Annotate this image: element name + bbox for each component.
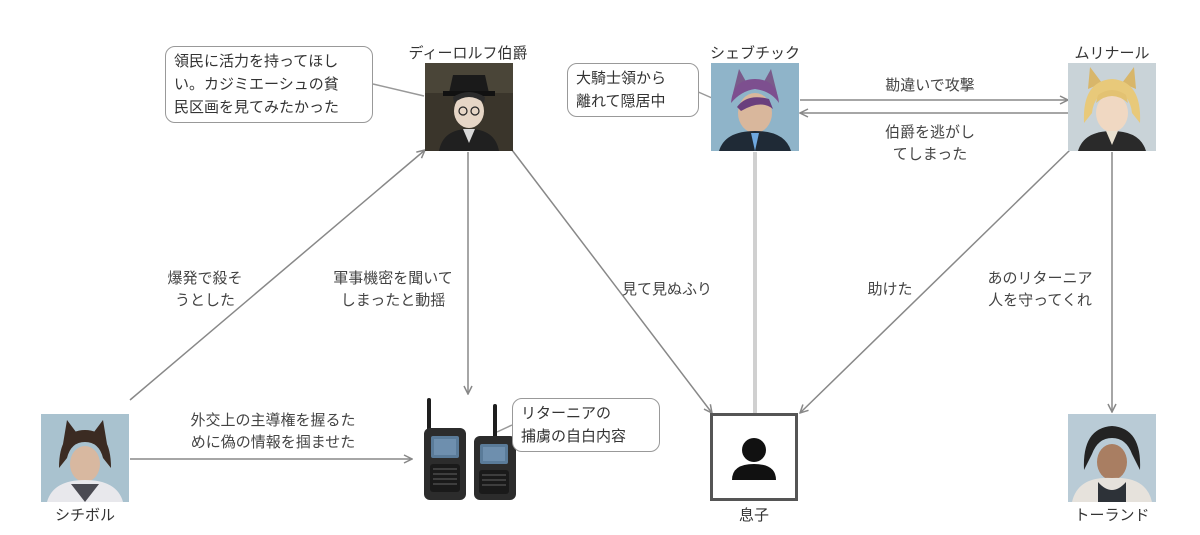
speech-bubble-chevchick: 大騎士領から 離れて隠居中 [567,63,699,117]
edge-label-line: 外交上の主導権を握るた [190,411,356,429]
person-icon [732,438,776,480]
murinal-portrait-icon [1068,63,1156,151]
edge-label-murinal-chevchick: 伯爵を逃がし てしまった [845,121,1015,165]
son-node-box[interactable] [710,413,798,501]
node-name-dierolf: ディーロルフ伯爵 [408,44,528,62]
edge-murinal-son [800,149,1071,413]
dierolf-portrait-icon [425,63,513,151]
bubble-tail-dierolf [372,83,425,97]
bubble-line: い。カジミエーシュの貧 [174,75,339,93]
edge-label-line: 軍事機密を聞いて [333,269,453,287]
bubble-line: 領民に活力を持ってほし [174,52,339,70]
bubble-line: リターニアの [521,404,612,422]
bubble-tail-radios [496,424,513,433]
edge-label-line: あのリターニア [987,269,1093,287]
portrait-dierolf[interactable] [425,63,513,151]
edge-label-shichiboru-dierolf: 爆発で殺そ うとした [145,267,265,311]
portrait-chevchick[interactable] [711,63,799,151]
node-name-shichiboru: シチボル [54,506,115,524]
edge-label-dierolf-radios: 軍事機密を聞いて しまったと動揺 [318,267,468,311]
bubble-line: 捕虜の自白内容 [521,427,627,445]
portrait-murinal[interactable] [1068,63,1156,151]
chevchick-portrait-icon [711,63,799,151]
portrait-torand[interactable] [1068,414,1156,502]
torand-portrait-icon [1068,414,1156,502]
shichiboru-portrait-icon [41,414,129,502]
edge-label-line: 助けた [867,280,913,298]
edge-label-line: 伯爵を逃がし [884,123,975,141]
edge-label-line: 見て見ぬふり [621,280,712,298]
edge-label-murinal-son: 助けた [850,278,930,300]
edge-label-shichiboru-radios: 外交上の主導権を握るた めに偽の情報を掴ませた [168,409,378,453]
node-name-son: 息子 [738,506,769,524]
edge-label-chevchick-murinal: 勘違いで攻撃 [845,74,1015,96]
walkie-talkie-icon[interactable] [418,398,518,502]
edge-label-line: めに偽の情報を掴ませた [190,433,356,451]
edge-label-line: 勘違いで攻撃 [885,76,975,94]
edge-dierolf-son [511,149,712,413]
node-name-chevchick: シェブチック [709,44,800,62]
walkie-talkie-pair-icon [424,398,516,500]
node-name-torand: トーランド [1074,506,1150,524]
edge-label-line: しまったと動揺 [340,291,446,309]
portrait-shichiboru[interactable] [41,414,129,502]
bubble-line: 民区画を見てみたかった [174,98,340,116]
edge-label-murinal-torand: あのリターニア 人を守ってくれ [975,267,1105,311]
bubble-line: 離れて隠居中 [576,92,666,110]
edge-shichiboru-dierolf [129,150,425,401]
edge-label-line: てしまった [892,145,968,163]
speech-bubble-radios: リターニアの 捕虜の自白内容 [512,398,660,452]
bubble-line: 大騎士領から [576,69,667,87]
edge-label-line: 人を守ってくれ [988,291,1092,309]
edge-label-dierolf-son: 見て見ぬふり [612,278,722,300]
edge-label-line: うとした [174,291,235,309]
speech-bubble-dierolf: 領民に活力を持ってほし い。カジミエーシュの貧 民区画を見てみたかった [165,46,373,123]
edge-label-line: 爆発で殺そ [167,269,243,287]
node-name-murinal: ムリナール [1074,44,1150,62]
